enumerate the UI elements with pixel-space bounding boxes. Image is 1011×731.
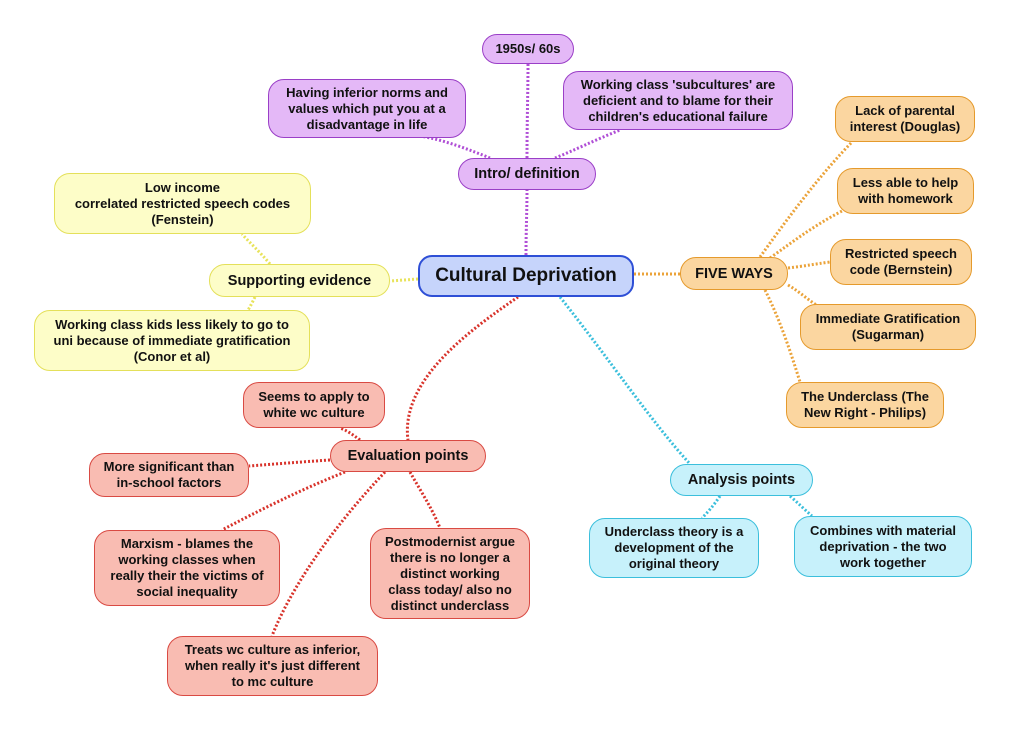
evaluation-item-in-school[interactable]: More significant than in-school factors — [89, 453, 249, 497]
link-evaluation-marxism — [221, 470, 346, 532]
link-intro-subcultures — [554, 128, 621, 160]
link-five-ways-parental — [758, 140, 854, 258]
five-ways-item-speech-code[interactable]: Restricted speech code (Bernstein) — [830, 239, 972, 285]
link-supporting-income — [240, 233, 272, 265]
intro-item-subcultures[interactable]: Working class 'subcultures' are deficien… — [563, 71, 793, 130]
evaluation-item-white-wc[interactable]: Seems to apply to white wc culture — [243, 382, 385, 428]
link-five-ways-gratification — [787, 283, 819, 308]
link-analysis-underclass — [700, 495, 722, 520]
link-five-ways-speech — [787, 260, 831, 270]
five-ways-item-gratification[interactable]: Immediate Gratification (Sugarman) — [800, 304, 976, 350]
link-five-ways-homework — [769, 209, 843, 260]
link-center-supporting — [389, 277, 419, 283]
branch-intro-definition[interactable]: Intro/ definition — [458, 158, 596, 190]
link-analysis-material — [789, 494, 813, 518]
link-center-evaluation — [405, 295, 519, 441]
link-five-ways-underclass — [763, 289, 802, 383]
intro-item-inferior-norms[interactable]: Having inferior norms and values which p… — [268, 79, 466, 138]
evaluation-item-postmodernist[interactable]: Postmodernist argue there is no longer a… — [370, 528, 530, 619]
branch-five-ways[interactable]: FIVE WAYS — [680, 257, 788, 290]
five-ways-item-underclass[interactable]: The Underclass (The New Right - Philips) — [786, 382, 944, 428]
link-evaluation-inschool — [248, 458, 331, 468]
supporting-item-uni[interactable]: Working class kids less likely to go to … — [34, 310, 310, 371]
link-center-analysis — [558, 296, 692, 466]
branch-supporting-evidence[interactable]: Supporting evidence — [209, 264, 390, 297]
five-ways-item-homework[interactable]: Less able to help with homework — [837, 168, 974, 214]
link-supporting-uni — [246, 296, 257, 311]
branch-analysis-points[interactable]: Analysis points — [670, 464, 813, 496]
intro-item-era[interactable]: 1950s/ 60s — [482, 34, 574, 64]
link-center-intro — [524, 189, 529, 256]
link-intro-norms — [419, 134, 491, 160]
five-ways-item-parental-interest[interactable]: Lack of parental interest (Douglas) — [835, 96, 975, 142]
evaluation-item-inferior[interactable]: Treats wc culture as inferior, when real… — [167, 636, 378, 696]
central-topic[interactable]: Cultural Deprivation — [418, 255, 634, 297]
evaluation-item-marxism[interactable]: Marxism - blames the working classes whe… — [94, 530, 280, 606]
analysis-item-underclass-theory[interactable]: Underclass theory is a development of th… — [589, 518, 759, 578]
link-evaluation-white — [339, 426, 361, 442]
link-evaluation-inferior — [270, 470, 387, 637]
link-evaluation-postmodernist — [408, 471, 442, 529]
branch-evaluation-points[interactable]: Evaluation points — [330, 440, 486, 472]
analysis-item-material-deprivation[interactable]: Combines with material deprivation - the… — [794, 516, 972, 577]
link-intro-era — [525, 63, 530, 159]
supporting-item-low-income[interactable]: Low income correlated restricted speech … — [54, 173, 311, 234]
